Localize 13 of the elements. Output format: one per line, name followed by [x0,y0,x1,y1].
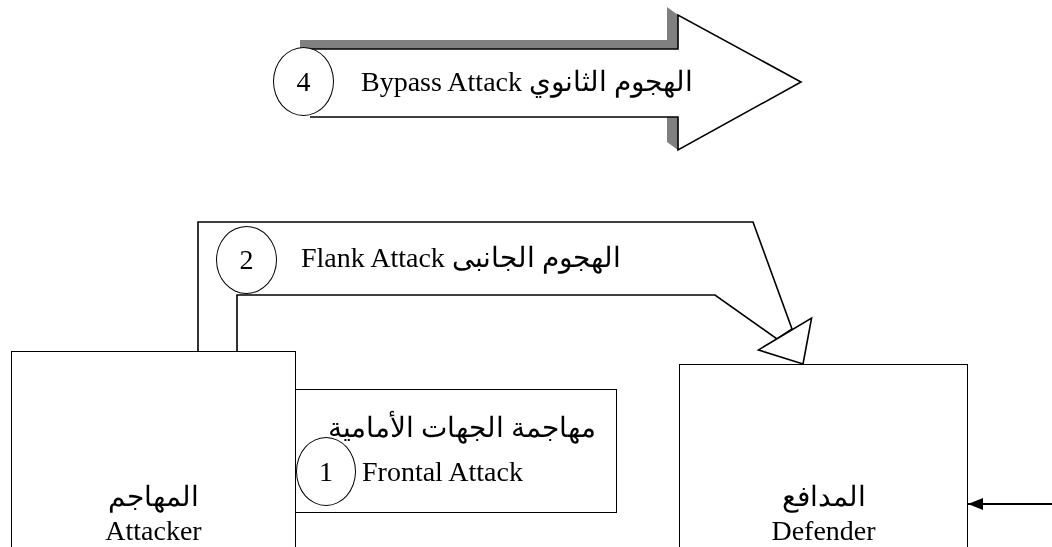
label-box [295,389,617,513]
hollow-block-arrow [197,221,813,365]
block-arrow [297,7,803,152]
process-box [11,351,296,547]
node-label: المهاجم [108,480,199,515]
node-label: المدافع [781,480,866,515]
arrow [967,498,1052,510]
node-label: Attacker [105,515,202,547]
number-circle: 2 [216,226,277,294]
node-label: Defender [771,515,876,547]
node-label: Bypass Attack الهجوم الثانوي [361,65,693,100]
node-label: Frontal Attack [362,455,523,489]
process-box [679,364,968,547]
